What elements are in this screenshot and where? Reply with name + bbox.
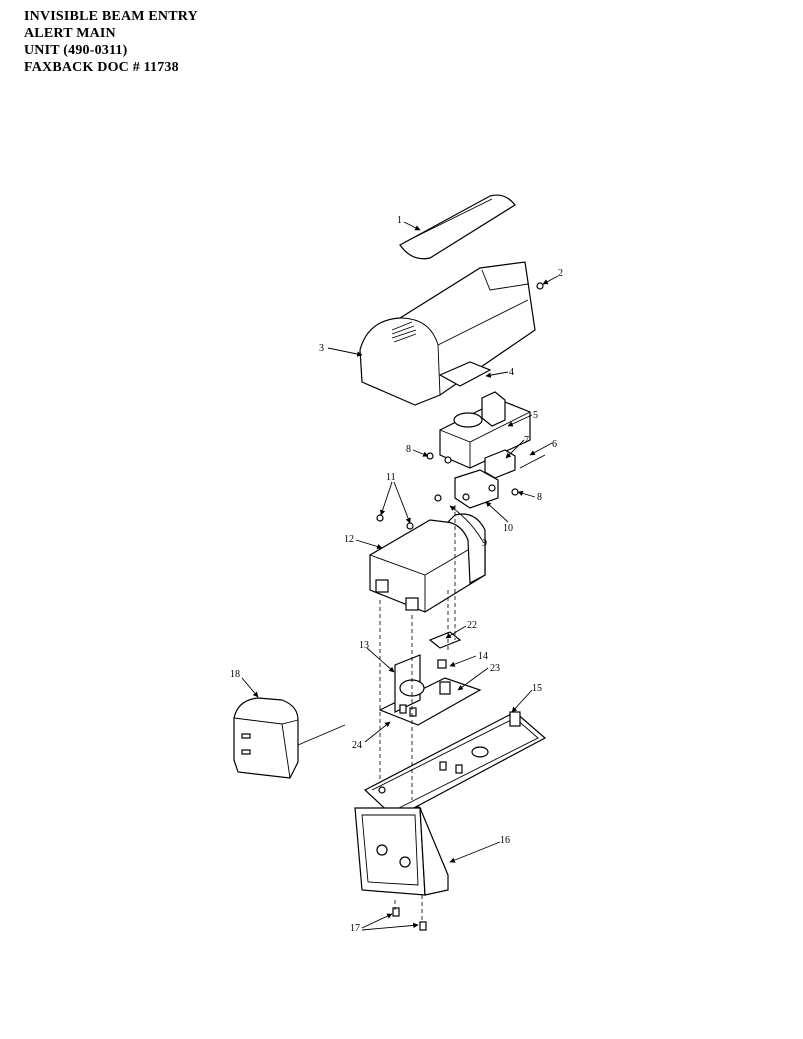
callout-14: 14 [478, 651, 488, 662]
part-lens-cover [399, 194, 516, 260]
callout-22: 22 [467, 620, 477, 631]
callout-18: 18 [230, 669, 240, 680]
title-line-4: FAXBACK DOC # 11738 [24, 60, 179, 75]
callout-1: 1 [397, 215, 402, 226]
assembly-guide-lines [379, 505, 456, 922]
vent-grille [391, 321, 417, 343]
part-power-adapter [233, 697, 346, 779]
part-housing [359, 261, 536, 406]
callout-10: 10 [503, 523, 513, 534]
callout-8b: 8 [537, 492, 542, 503]
title-line-2: ALERT MAIN [24, 26, 116, 41]
callout-3: 3 [319, 343, 324, 354]
callout-8a: 8 [406, 444, 411, 455]
part-circuit-cover [369, 513, 486, 613]
part-circuit-board [378, 654, 482, 726]
callout-11: 11 [386, 472, 396, 483]
callout-4: 4 [509, 367, 514, 378]
title-line-3: UNIT (490-0311) [24, 43, 128, 58]
callout-17: 17 [350, 923, 360, 934]
callout-12: 12 [344, 534, 354, 545]
callout-6: 6 [552, 439, 557, 450]
part-mounting-screws [392, 907, 427, 931]
callout-24: 24 [352, 740, 362, 751]
callout-16: 16 [500, 835, 510, 846]
title-line-1: INVISIBLE BEAM ENTRY [24, 9, 198, 24]
callout-7: 7 [524, 435, 529, 446]
part-terminal-bracket [428, 631, 462, 669]
callout-15: 15 [532, 683, 542, 694]
document-header: INVISIBLE BEAM ENTRY ALERT MAIN UNIT (49… [24, 8, 198, 76]
part-sensor-bracket [439, 391, 531, 469]
callout-13: 13 [359, 640, 369, 651]
callout-23: 23 [490, 663, 500, 674]
callout-labels: 1 2 3 4 5 6 7 8 8 9 10 11 12 13 14 15 16… [230, 215, 563, 934]
callout-2: 2 [558, 268, 563, 279]
callout-5: 5 [533, 410, 538, 421]
part-lens-holder [454, 469, 499, 509]
part-wall-bracket [354, 807, 449, 896]
part-base-plate [363, 711, 547, 819]
small-hardware [376, 282, 546, 530]
callout-leaders [241, 221, 559, 931]
callout-9: 9 [482, 538, 487, 549]
